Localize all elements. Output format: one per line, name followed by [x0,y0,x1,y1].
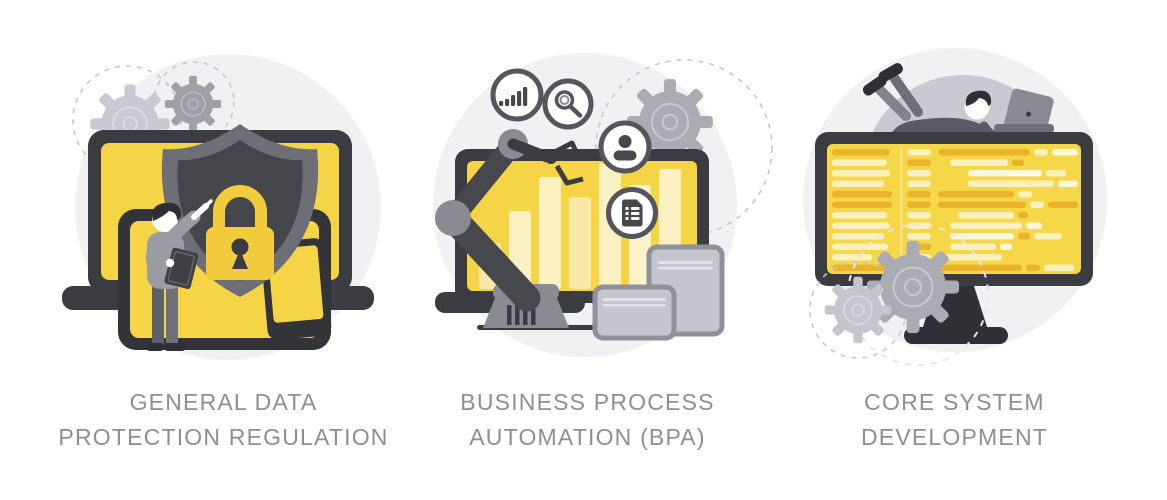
panel-bpa: BUSINESS PROCESS AUTOMATION (BPA) [389,0,778,500]
caption-gdpr: GENERAL DATA PROTECTION REGULATION [58,385,388,455]
caption-line-1: CORE SYSTEM [864,389,1045,415]
caption-line-2: AUTOMATION (BPA) [469,424,706,450]
storage-boxes [592,244,725,341]
laptop [994,88,1054,140]
panel-core-system: CORE SYSTEM DEVELOPMENT [778,0,1167,500]
bar-chart-monitor [435,149,709,313]
gears-decoration [72,61,235,175]
illustration-core-system [803,48,1107,366]
gear-icon [823,275,893,345]
gear-icon [164,75,222,133]
caption-core-system: CORE SYSTEM DEVELOPMENT [861,385,1048,455]
search-icon [542,78,594,130]
caption-line-1: GENERAL DATA [129,389,318,415]
document-icon [606,187,658,239]
robot-arm [435,129,584,328]
caption-line-2: PROTECTION REGULATION [58,424,389,450]
panel-gdpr: GENERAL DATA PROTECTION REGULATION [0,0,389,500]
caption-line-2: DEVELOPMENT [860,424,1048,450]
person-figure [145,199,213,351]
analytics-icon [490,68,544,122]
illustration-bpa [433,53,773,357]
code-monitor [815,132,1093,286]
code-editor-screen [832,147,1078,272]
caption-bpa: BUSINESS PROCESS AUTOMATION (BPA) [460,385,714,455]
caption-line-1: BUSINESS PROCESS [460,389,715,415]
padlock-icon [206,185,274,280]
user-icon [598,120,652,174]
gear-decoration [595,59,773,237]
illustration-gdpr [62,54,381,360]
gears-decoration [809,224,989,366]
